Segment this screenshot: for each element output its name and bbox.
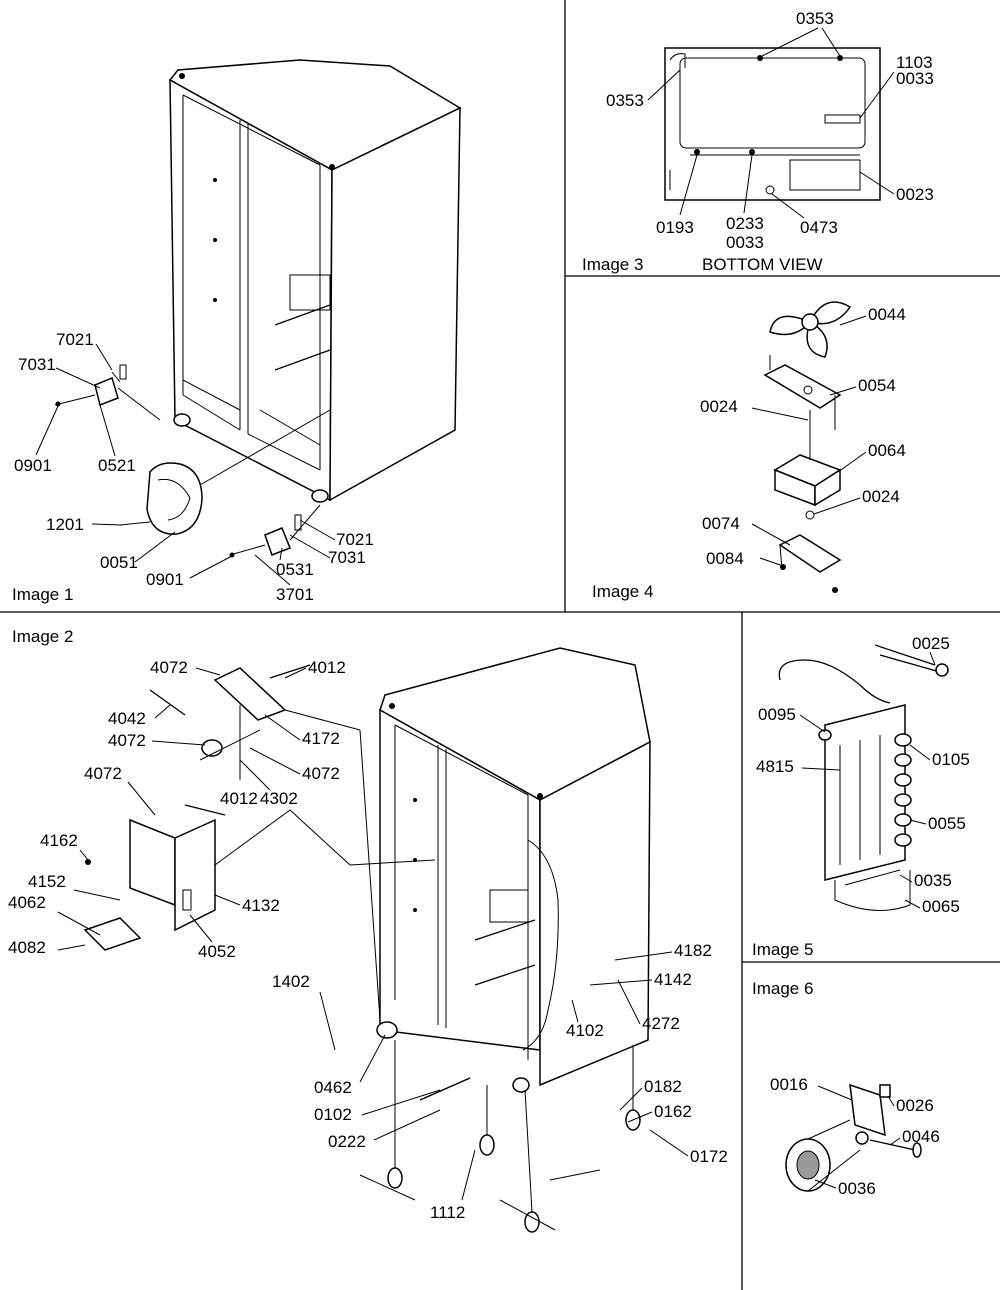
image3-bottom-view-drawing bbox=[664, 47, 881, 201]
image6-roller-drawing bbox=[785, 1083, 922, 1192]
part-label: 4102 bbox=[566, 1021, 604, 1040]
part-label: 0054 bbox=[858, 376, 896, 395]
part-label: 0193 bbox=[656, 218, 694, 237]
part-label: 0084 bbox=[706, 549, 744, 568]
part-label: 4072 bbox=[84, 764, 122, 783]
part-label: 0026 bbox=[896, 1096, 934, 1115]
part-label: 0024 bbox=[862, 487, 900, 506]
part-label: 0473 bbox=[800, 218, 838, 237]
part-label: 0044 bbox=[868, 305, 906, 324]
part-label: 4052 bbox=[198, 942, 236, 961]
part-label: 0182 bbox=[644, 1077, 682, 1096]
image5-labels: 0025 0095 0105 4815 0055 0035 0065 Image… bbox=[752, 634, 970, 959]
part-label: 4152 bbox=[28, 872, 66, 891]
image6-labels: 0016 0026 0046 0036 Image 6 bbox=[752, 979, 940, 1198]
image3-labels: 0353 0353 1103 0033 0023 0193 0233 0033 … bbox=[582, 9, 934, 274]
part-label: 4172 bbox=[302, 729, 340, 748]
part-label: 0531 bbox=[276, 560, 314, 579]
part-label: 0233 bbox=[726, 214, 764, 233]
part-label: 4042 bbox=[108, 709, 146, 728]
part-label: 0035 bbox=[914, 871, 952, 890]
part-label: 4012 bbox=[308, 658, 346, 677]
part-label: 4072 bbox=[302, 764, 340, 783]
image3-view-label: BOTTOM VIEW bbox=[702, 255, 823, 274]
part-label: 0901 bbox=[146, 570, 184, 589]
part-label: 0064 bbox=[868, 441, 906, 460]
part-label: 0033 bbox=[896, 69, 934, 88]
part-label: 0055 bbox=[928, 814, 966, 833]
part-label: 0023 bbox=[896, 185, 934, 204]
part-label: 4302 bbox=[260, 789, 298, 808]
part-label: 0046 bbox=[902, 1127, 940, 1146]
image6-caption: Image 6 bbox=[752, 979, 813, 998]
part-label: 4072 bbox=[108, 731, 146, 750]
part-label: 0172 bbox=[690, 1147, 728, 1166]
part-label: 4142 bbox=[654, 970, 692, 989]
coil-loops bbox=[818, 729, 912, 847]
image1-caption: Image 1 bbox=[12, 585, 73, 604]
part-label: 0162 bbox=[654, 1102, 692, 1121]
image5-caption: Image 5 bbox=[752, 940, 813, 959]
part-label: 7031 bbox=[18, 355, 56, 374]
part-label: 7021 bbox=[336, 530, 374, 549]
part-label: 4132 bbox=[242, 896, 280, 915]
image1-cabinet-drawing bbox=[54, 59, 462, 558]
image4-labels: 0044 0054 0024 0064 0024 0074 0084 Image… bbox=[592, 305, 906, 601]
part-label: 0024 bbox=[700, 397, 738, 416]
part-label: 0462 bbox=[314, 1078, 352, 1097]
image2-labels: 4072 4012 4042 4072 4172 4072 4302 4072 … bbox=[8, 627, 728, 1222]
part-label: 0353 bbox=[796, 9, 834, 28]
part-label: 4162 bbox=[40, 831, 78, 850]
part-label: 4082 bbox=[8, 938, 46, 957]
part-label: 3701 bbox=[276, 585, 314, 604]
image2-caption: Image 2 bbox=[12, 627, 73, 646]
part-label: 0016 bbox=[770, 1075, 808, 1094]
image3-caption: Image 3 bbox=[582, 255, 643, 274]
part-label: 4182 bbox=[674, 941, 712, 960]
image4-fan-motor-drawing bbox=[763, 301, 852, 593]
part-label: 0521 bbox=[98, 456, 136, 475]
part-label: 0033 bbox=[726, 233, 764, 252]
part-label: 4072 bbox=[150, 658, 188, 677]
part-label: 0051 bbox=[100, 553, 138, 572]
part-label: 0901 bbox=[14, 456, 52, 475]
part-label: 0353 bbox=[606, 91, 644, 110]
part-label: 4272 bbox=[642, 1014, 680, 1033]
part-label: 7021 bbox=[56, 330, 94, 349]
part-label: 4062 bbox=[8, 893, 46, 912]
part-label: 4012 bbox=[220, 789, 258, 808]
image5-evaporator-drawing bbox=[778, 644, 949, 911]
part-label: 1103 bbox=[896, 53, 933, 72]
part-label: 0025 bbox=[912, 634, 950, 653]
part-label: 0095 bbox=[758, 705, 796, 724]
part-label: 4815 bbox=[756, 757, 794, 776]
part-label: 0102 bbox=[314, 1105, 352, 1124]
image4-caption: Image 4 bbox=[592, 582, 653, 601]
part-label: 0036 bbox=[838, 1179, 876, 1198]
part-label: 7031 bbox=[328, 548, 366, 567]
part-label: 0222 bbox=[328, 1132, 366, 1151]
part-label: 0065 bbox=[922, 897, 960, 916]
part-label: 1201 bbox=[46, 515, 84, 534]
image2-cabinet-drawing bbox=[83, 647, 651, 1233]
image1-labels: 7021 7031 0901 0521 1201 0051 0901 0531 … bbox=[12, 330, 374, 604]
part-label: 0105 bbox=[932, 750, 970, 769]
part-label: 1112 bbox=[430, 1203, 465, 1222]
part-label: 1402 bbox=[272, 972, 310, 991]
part-label: 0074 bbox=[702, 514, 740, 533]
